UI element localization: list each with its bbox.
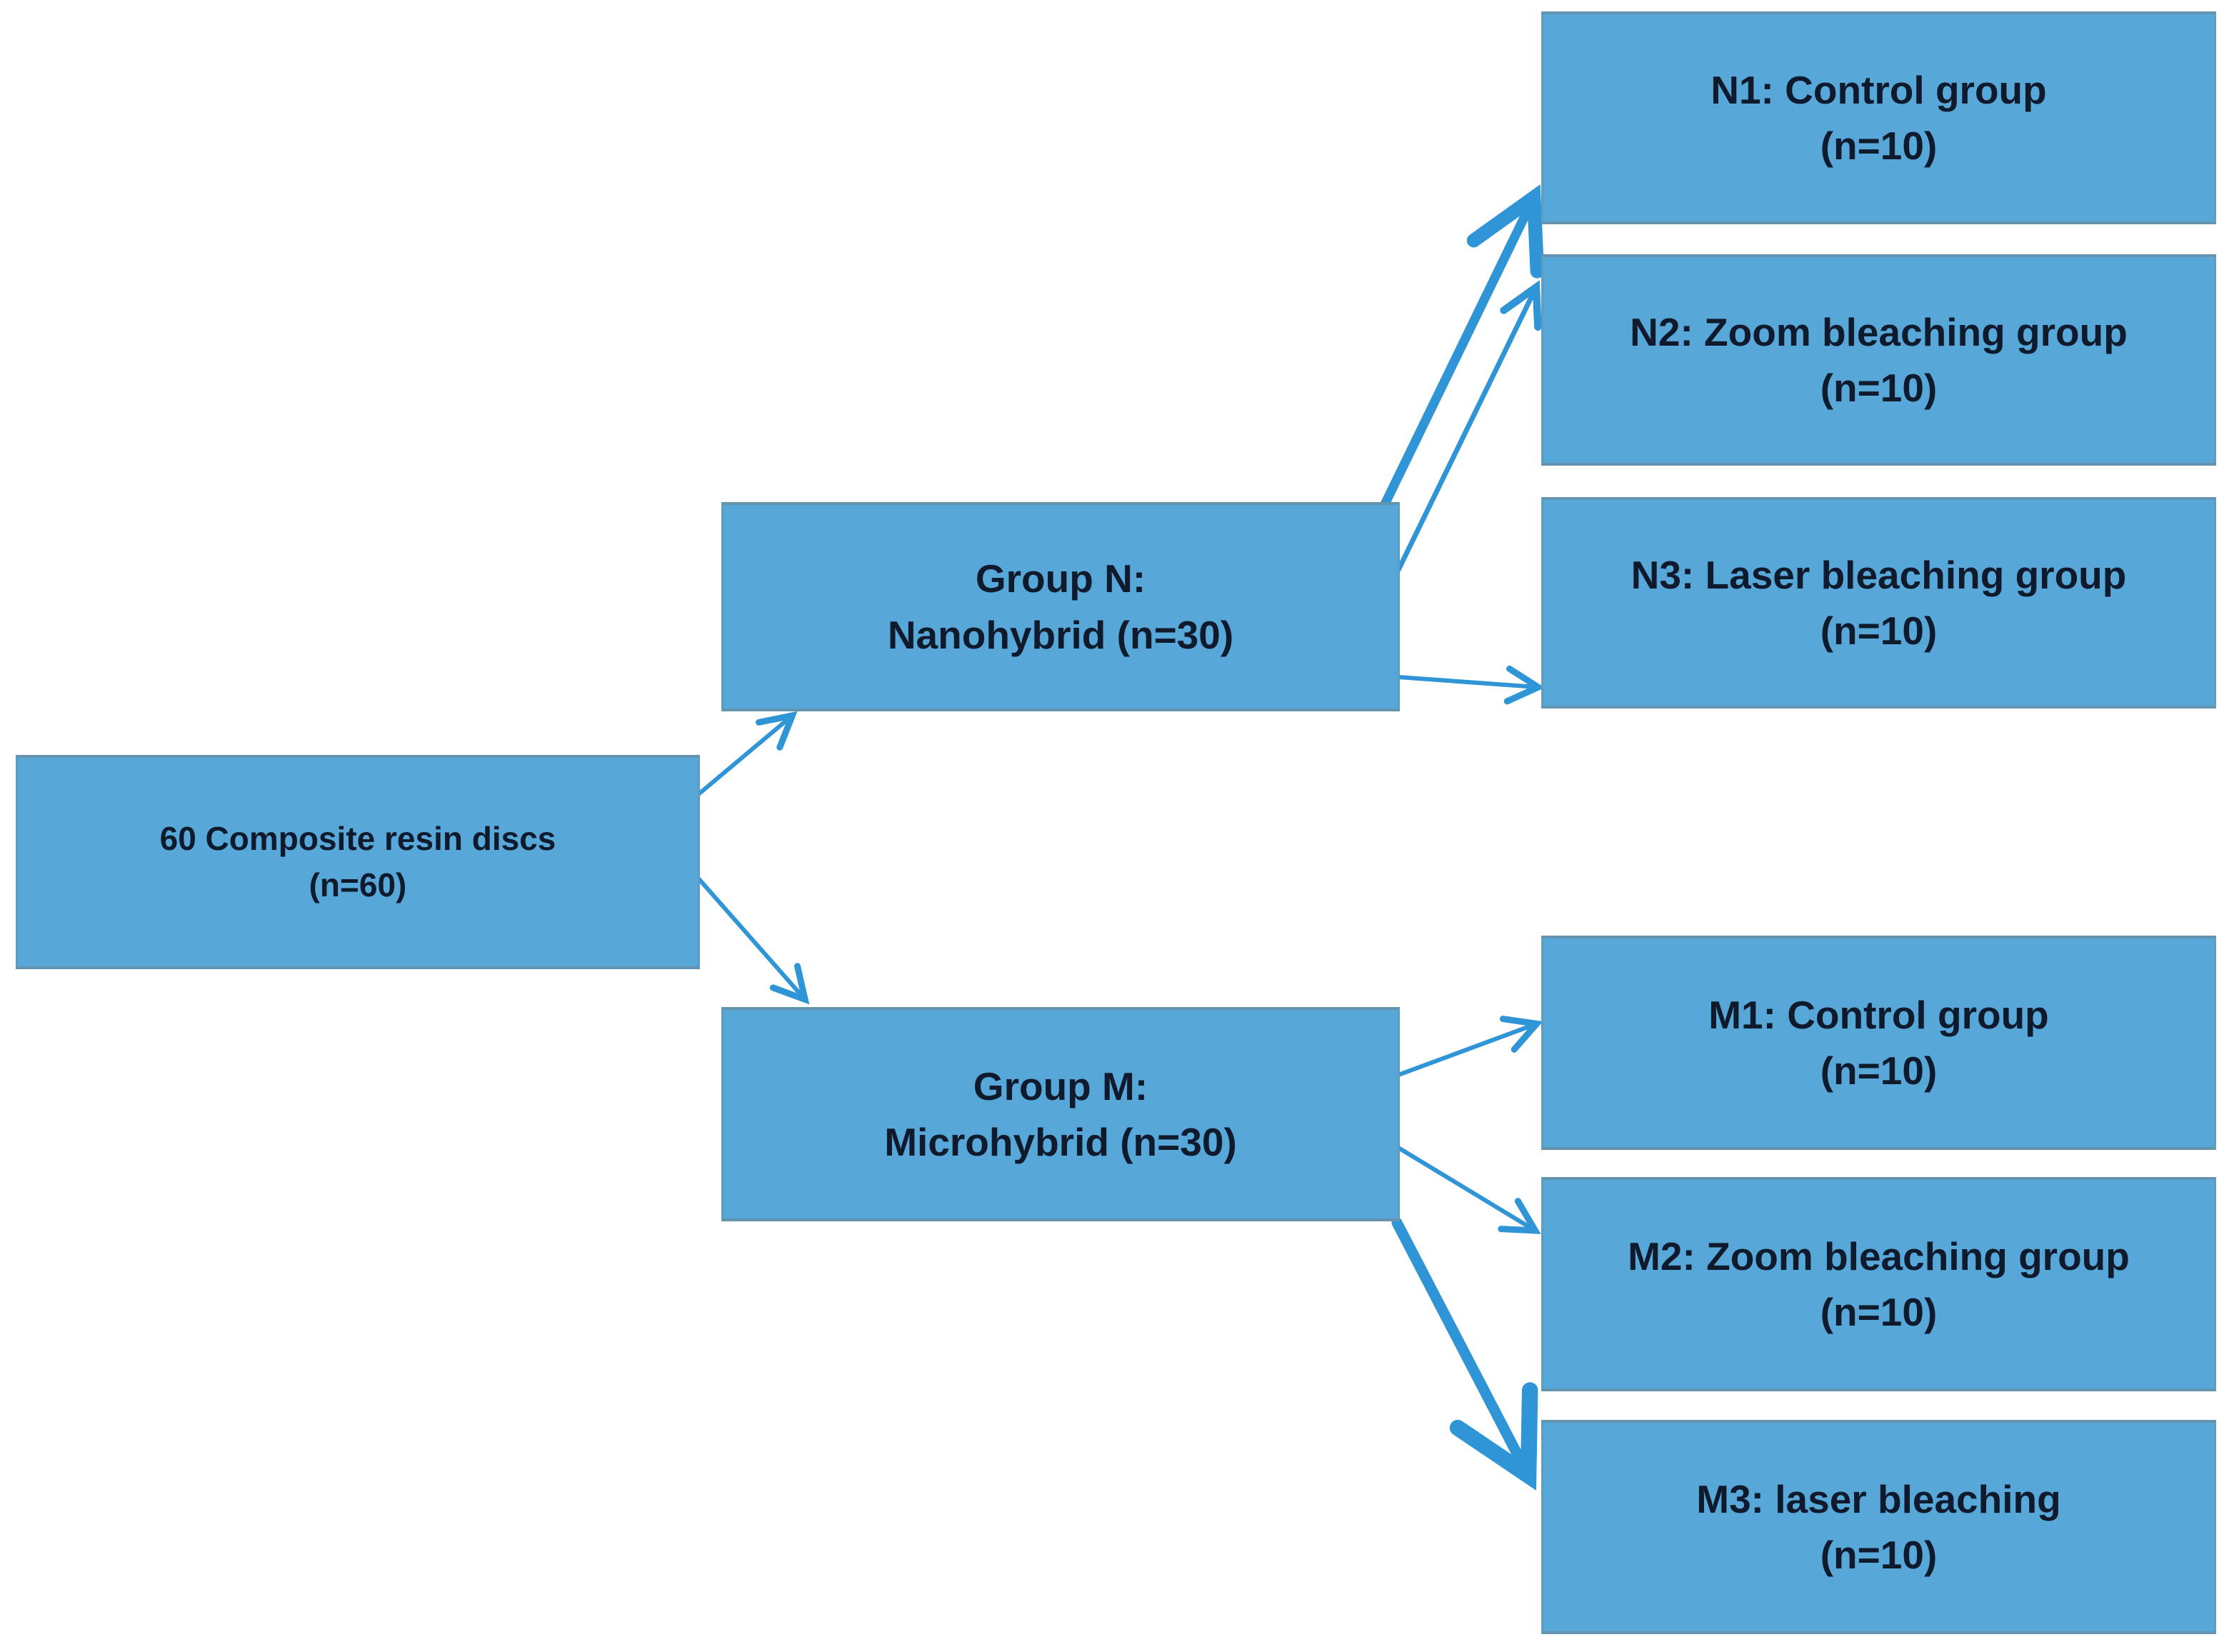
node-label-line2: (n=60) [309, 866, 407, 903]
edge-group-m-to-m2 [1396, 1146, 1541, 1234]
node-m2: M2: Zoom bleaching group (n=10) [1541, 1177, 2216, 1391]
node-label-line2: (n=10) [1820, 1290, 1938, 1334]
edge-group-n-to-n1 [1379, 184, 1545, 511]
node-label-line1: N2: Zoom bleaching group [1630, 309, 2128, 354]
node-label-line1: N3: Laser bleaching group [1631, 552, 2127, 597]
edge-root-to-group-n [696, 711, 798, 796]
node-label-line1: M1: Control group [1708, 992, 2049, 1037]
node-label-line1: N1: Control group [1710, 67, 2047, 112]
node-label-line1: Group M: [973, 1063, 1148, 1108]
node-label-line1: M2: Zoom bleaching group [1628, 1233, 2130, 1278]
node-label-line2: (n=10) [1820, 1533, 1938, 1577]
edge-root-to-group-m [696, 876, 810, 1005]
node-label-line2: (n=10) [1820, 1048, 1938, 1093]
edge-group-n-to-n3 [1396, 665, 1546, 705]
edge-group-m-to-m1 [1396, 1016, 1543, 1077]
node-group-n: Group N: Nanohybrid (n=30) [721, 502, 1400, 711]
node-group-m: Group M: Microhybrid (n=30) [721, 1007, 1400, 1221]
node-n1: N1: Control group (n=10) [1541, 11, 2216, 224]
node-label-line2: (n=10) [1820, 609, 1938, 653]
node-label-line1: 60 Composite resin discs [159, 819, 556, 857]
node-label-line2: Nanohybrid (n=30) [887, 612, 1234, 657]
edge-group-m-to-m3 [1391, 1217, 1538, 1491]
node-label-line2: (n=10) [1820, 366, 1938, 410]
node-label-line2: Microhybrid (n=30) [884, 1120, 1237, 1164]
node-root: 60 Composite resin discs (n=60) [16, 755, 700, 969]
node-n2: N2: Zoom bleaching group (n=10) [1541, 254, 2216, 466]
node-label-line1: Group N: [975, 556, 1146, 601]
node-label-line1: M3: laser bleaching [1696, 1476, 2061, 1521]
node-n3: N3: Laser bleaching group (n=10) [1541, 497, 2216, 709]
node-m1: M1: Control group (n=10) [1541, 936, 2216, 1150]
node-m3: M3: laser bleaching (n=10) [1541, 1420, 2216, 1634]
node-label-line2: (n=10) [1820, 124, 1938, 168]
edge-group-n-to-n2 [1396, 280, 1542, 573]
